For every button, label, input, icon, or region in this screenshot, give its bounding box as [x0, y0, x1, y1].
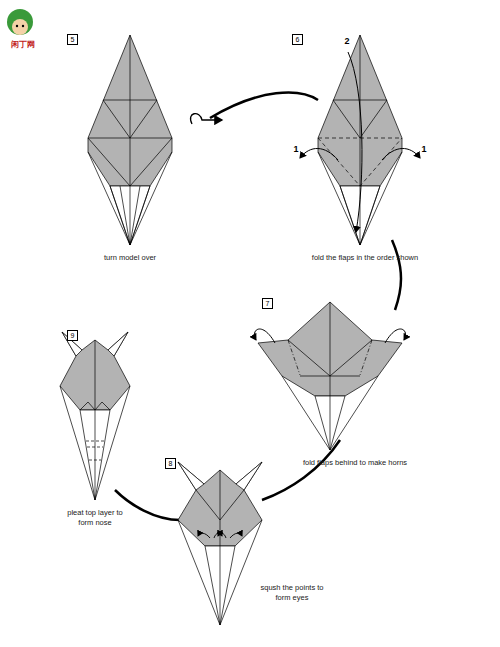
step-caption: fold the flaps in the order shown	[280, 253, 450, 263]
step-number: 6	[296, 36, 300, 43]
step-number-box: 9	[67, 330, 78, 341]
logo-face	[7, 9, 33, 35]
step-number: 5	[71, 36, 75, 43]
order-number: 1	[418, 144, 430, 154]
step-caption: turn model over	[70, 253, 190, 263]
step-number-box: 8	[165, 458, 176, 469]
step-number: 9	[71, 332, 75, 339]
order-number: 1	[290, 144, 302, 154]
step-number-box: 5	[67, 34, 78, 45]
step-number-box: 7	[262, 298, 273, 309]
watermark: 闲丁网	[3, 40, 43, 50]
step-caption: pleat top layer to form nose	[59, 508, 131, 528]
step-number: 7	[266, 300, 270, 307]
order-number: 2	[341, 36, 353, 46]
step-number: 8	[169, 460, 173, 467]
step-number-box: 6	[292, 34, 303, 45]
step-caption: fold flaps behind to make horns	[275, 458, 435, 468]
step-caption: sqush the points to form eyes	[256, 583, 328, 603]
